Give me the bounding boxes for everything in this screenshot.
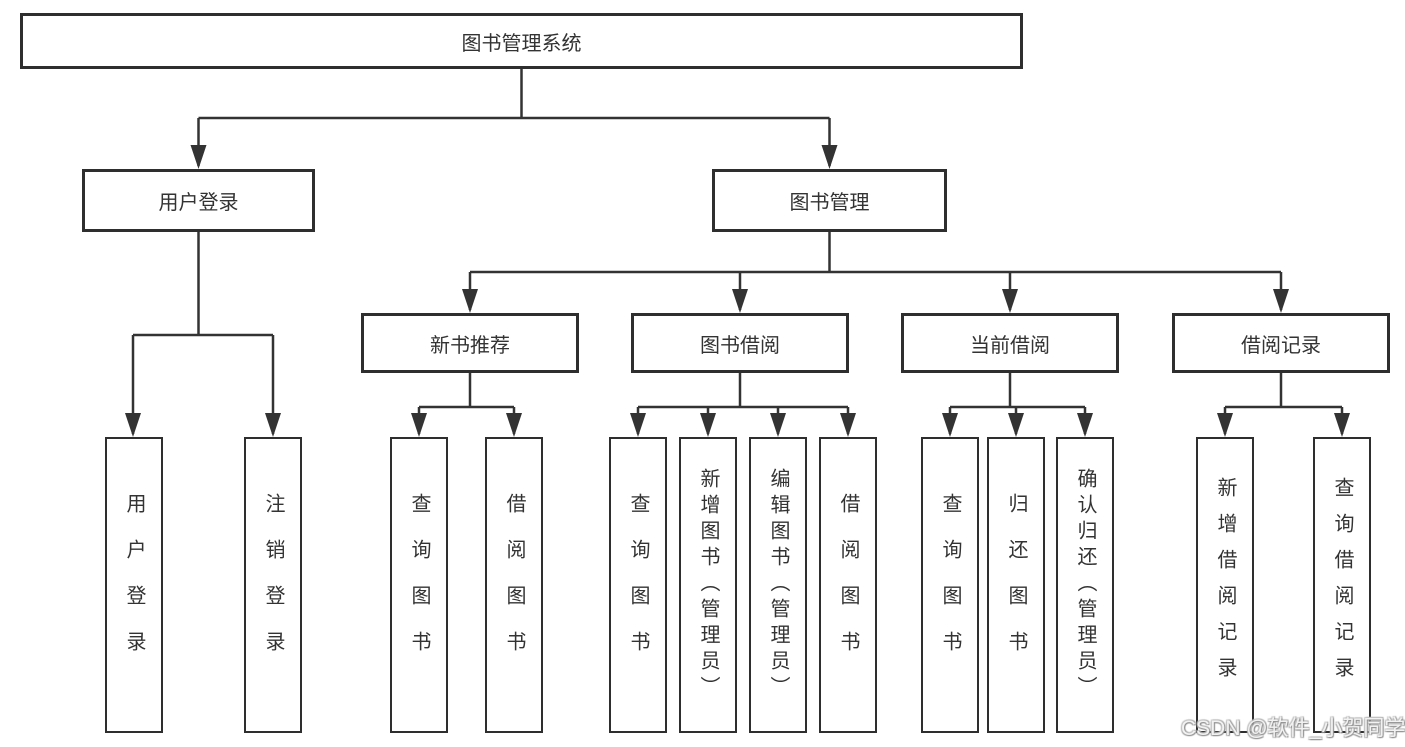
- leaf-edit-books-admin: 编辑图书（管理员）: [749, 437, 807, 733]
- csdn-watermark: CSDN @软件_小贺同学: [1181, 717, 1405, 740]
- leaf-borrow-books-recommend: 借阅图书: [485, 437, 543, 733]
- leaf-confirm-return-admin: 确认归还（管理员）: [1056, 437, 1114, 733]
- node-new-book-recommend-label: 新书推荐: [430, 334, 510, 357]
- node-user-login-label: 用户登录: [158, 192, 239, 214]
- leaf-user-login: 用户登录: [105, 437, 163, 733]
- leaf-logout-login-label: 注销登录: [262, 493, 284, 677]
- node-root-label: 图书管理系统: [461, 32, 582, 55]
- node-borrow-records-label: 借阅记录: [1241, 334, 1321, 357]
- leaf-add-books-admin-label: 新增图书（管理员）: [697, 468, 719, 702]
- node-book-management-label: 图书管理: [789, 192, 870, 214]
- leaf-add-borrow-record: 新增借阅记录: [1196, 437, 1254, 733]
- node-new-book-recommend: 新书推荐: [361, 313, 579, 373]
- leaf-query-books-borrow: 查询图书: [609, 437, 667, 733]
- leaf-query-borrow-record-label: 查询借阅记录: [1331, 477, 1353, 693]
- node-current-borrow: 当前借阅: [901, 313, 1119, 373]
- node-book-borrow-label: 图书借阅: [700, 334, 780, 357]
- leaf-query-books-borrow-label: 查询图书: [627, 493, 649, 677]
- leaf-return-books-label: 归还图书: [1005, 493, 1027, 677]
- leaf-query-books-current-label: 查询图书: [939, 493, 961, 677]
- leaf-borrow-books: 借阅图书: [819, 437, 877, 733]
- node-current-borrow-label: 当前借阅: [970, 334, 1050, 357]
- leaf-add-books-admin: 新增图书（管理员）: [679, 437, 737, 733]
- leaf-query-borrow-record: 查询借阅记录: [1313, 437, 1371, 733]
- node-user-login: 用户登录: [82, 169, 315, 232]
- leaf-borrow-books-recommend-label: 借阅图书: [503, 493, 525, 677]
- leaf-edit-books-admin-label: 编辑图书（管理员）: [767, 468, 789, 702]
- node-book-management: 图书管理: [712, 169, 947, 232]
- leaf-query-books-recommend-label: 查询图书: [408, 493, 430, 677]
- leaf-logout-login: 注销登录: [244, 437, 302, 733]
- leaf-return-books: 归还图书: [987, 437, 1045, 733]
- node-borrow-records: 借阅记录: [1172, 313, 1390, 373]
- leaf-query-books-current: 查询图书: [921, 437, 979, 733]
- leaf-user-login-label: 用户登录: [123, 493, 145, 677]
- leaf-add-borrow-record-label: 新增借阅记录: [1214, 477, 1236, 693]
- node-book-borrow: 图书借阅: [631, 313, 849, 373]
- leaf-borrow-books-label: 借阅图书: [837, 493, 859, 677]
- node-root: 图书管理系统: [20, 13, 1023, 69]
- leaf-confirm-return-admin-label: 确认归还（管理员）: [1074, 468, 1096, 702]
- leaf-query-books-recommend: 查询图书: [390, 437, 448, 733]
